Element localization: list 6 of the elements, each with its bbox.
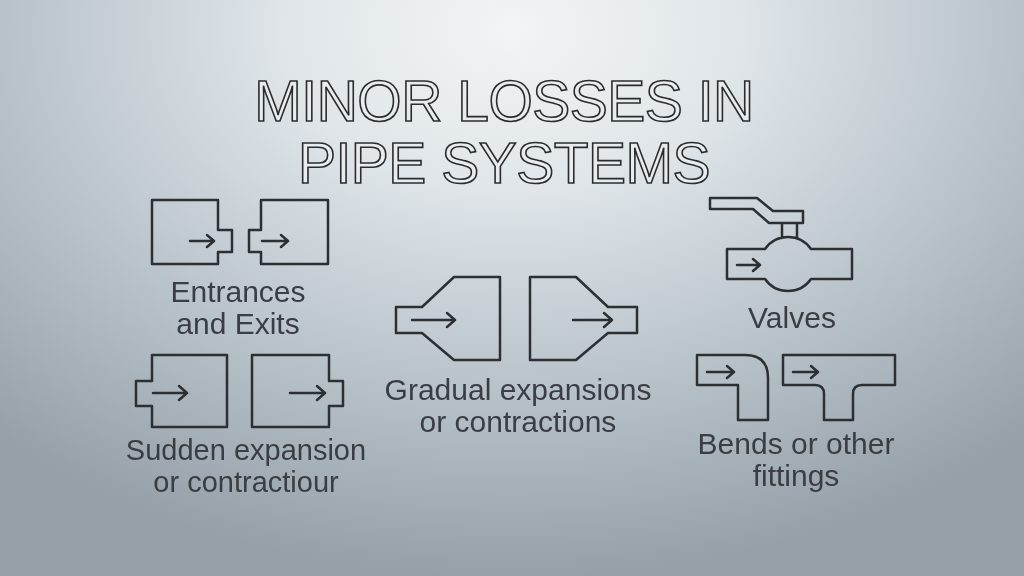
- fitting-label: Valves: [747, 302, 837, 334]
- fitting-label: Gradual expansions or contractions: [383, 374, 653, 438]
- fitting-label: Sudden expansion or contractiour: [124, 434, 368, 498]
- title: MINOR LOSSES IN PIPE SYSTEMS: [253, 70, 755, 194]
- fitting-label: Entrances and Exits: [169, 276, 307, 340]
- fitting-label: Bends or other fittings: [696, 428, 896, 492]
